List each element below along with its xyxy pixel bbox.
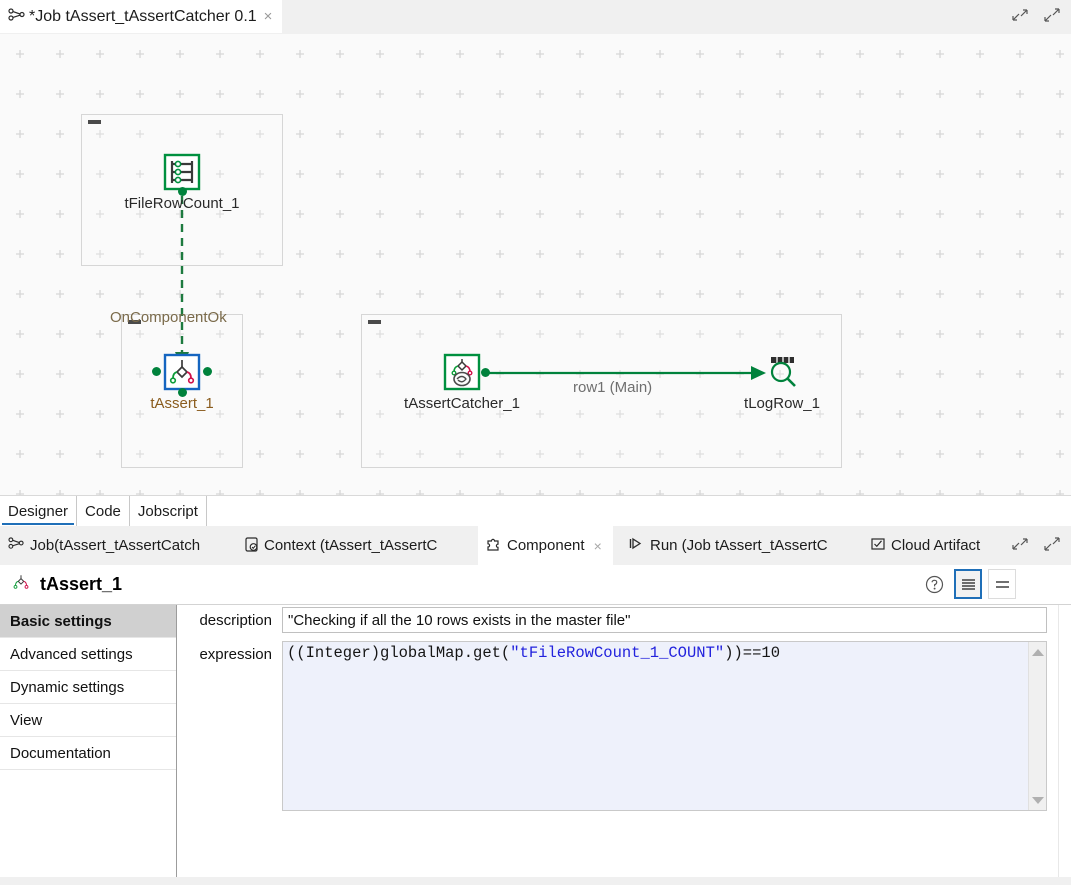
basic-settings-form: description expression ((Integer)globalM… [177,605,1071,885]
expression-editor[interactable]: ((Integer)globalMap.get("tFileRowCount_1… [282,641,1047,811]
component-panel: tAssert_1 [0,565,1071,885]
settings-tab-basic-label: Basic settings [10,612,112,630]
subjob-collapse-handle[interactable] [368,320,381,324]
context-icon [244,536,259,556]
canvas-node-tfilerowcount[interactable]: tFileRowCount_1 [122,152,242,212]
settings-list-empty-area [0,770,176,802]
tab-context-view[interactable]: Context (tAssert_tAssertC [236,526,476,565]
log-row-icon [762,352,802,392]
tab-component-view[interactable]: Component × [478,526,613,565]
editor-tab-job[interactable]: *Job tAssert_tAssertCatcher 0.1 × [0,0,282,33]
run-icon [628,536,645,555]
expression-string-literal: "tFileRowCount_1_COUNT" [510,644,725,662]
description-input[interactable] [282,607,1047,633]
scroll-up-arrow[interactable] [1031,646,1044,658]
component-icon [486,536,502,556]
detailed-view-icon[interactable] [954,569,982,599]
editor-tab-title: *Job tAssert_tAssertCatcher 0.1 [29,7,257,25]
settings-tab-documentation[interactable]: Documentation [0,737,176,770]
settings-tab-dynamic[interactable]: Dynamic settings [0,671,176,704]
tab-run-view[interactable]: Run (Job tAssert_tAssertC [620,526,858,565]
tab-run-view-label: Run (Job tAssert_tAssertC [650,537,828,554]
tab-code[interactable]: Code [77,496,130,527]
assert-icon [152,352,212,397]
tab-cloud-artifact-view-label: Cloud Artifact [891,537,981,554]
expression-text: ((Integer)globalMap.get("tFileRowCount_1… [287,644,1024,662]
component-header-actions [920,569,1016,599]
tab-designer-label: Designer [8,503,69,520]
component-title: tAssert_1 [40,574,123,594]
settings-tab-view-label: View [10,711,43,729]
connector-layer [175,196,766,380]
expression-suffix: ))==10 [724,644,780,662]
settings-tab-advanced[interactable]: Advanced settings [0,638,176,671]
tab-component-close-icon[interactable]: × [593,537,602,554]
job-design-canvas[interactable]: tFileRowCount_1 tAssert_1 [0,34,1071,495]
scroll-down-arrow[interactable] [1031,794,1044,806]
component-body: Basic settings Advanced settings Dynamic… [0,605,1071,885]
canvas-node-tassert[interactable]: tAssert_1 [122,352,242,412]
settings-tab-view[interactable]: View [0,704,176,737]
minimize-icon[interactable] [1011,7,1029,27]
assert-icon [10,573,32,597]
tab-code-label: Code [85,503,121,520]
canvas-node-label: tLogRow_1 [744,395,820,412]
tab-jobscript[interactable]: Jobscript [130,496,207,527]
connector-port[interactable] [481,368,490,377]
connection-label-row1[interactable]: row1 (Main) [573,379,653,396]
settings-tab-list: Basic settings Advanced settings Dynamic… [0,605,177,885]
expression-prefix: ((Integer)globalMap.get( [287,644,511,662]
job-icon [8,536,25,555]
view-tabbar: Job(tAssert_tAssertCatch Context (tAsser… [0,526,1071,566]
view-window-controls [1011,536,1061,556]
component-header: tAssert_1 [0,565,1071,605]
editor-tab-close-icon[interactable]: × [263,8,273,25]
expression-scrollbar[interactable] [1028,642,1046,810]
settings-tab-advanced-label: Advanced settings [10,645,133,663]
connector-port[interactable] [178,388,187,397]
settings-tab-basic[interactable]: Basic settings [0,605,176,638]
assert-catcher-icon [442,352,490,392]
expression-label: expression [199,646,272,663]
editor-window-controls [1011,7,1061,27]
tab-job-view[interactable]: Job(tAssert_tAssertCatch [0,526,233,565]
designer-tabbar: Designer Code Jobscript [0,495,1071,527]
tab-cloud-artifact-view[interactable]: Cloud Artifact [862,526,1007,565]
panel-bottom-strip [0,877,1071,885]
connector-port[interactable] [203,367,212,376]
connector-port[interactable] [178,187,187,196]
description-field-row: description [177,607,1071,635]
file-row-count-icon [162,152,202,196]
tab-component-view-label: Component [507,537,585,554]
canvas-node-label: tFileRowCount_1 [124,195,240,212]
canvas-node-tlogrow[interactable]: tLogRow_1 [722,352,842,412]
cloud-artifact-icon [870,537,886,555]
maximize-icon[interactable] [1043,7,1061,27]
description-label: description [199,612,272,629]
tab-jobscript-label: Jobscript [137,503,198,520]
subjob-collapse-handle[interactable] [128,320,141,324]
settings-tab-documentation-label: Documentation [10,744,111,762]
subjob-collapse-handle[interactable] [88,120,101,124]
tab-context-view-label: Context (tAssert_tAssertC [264,537,438,554]
editor-tabbar: *Job tAssert_tAssertCatcher 0.1 × [0,0,1071,35]
tabbar-filler [207,496,1071,527]
job-icon [8,7,26,27]
compact-view-icon[interactable] [988,569,1016,599]
settings-tab-dynamic-label: Dynamic settings [10,678,125,696]
help-icon[interactable] [920,569,948,599]
canvas-node-label: tAssertCatcher_1 [404,395,520,412]
connector-port[interactable] [152,367,161,376]
connection-label-oncomponentok[interactable]: OnComponentOk [110,309,227,326]
subjob-frame-3[interactable] [361,314,842,468]
canvas-node-label: tAssert_1 [150,395,214,412]
form-right-edge [1058,605,1071,885]
tab-job-view-label: Job(tAssert_tAssertCatch [30,537,201,554]
maximize-icon[interactable] [1043,536,1061,556]
expression-field-row: expression ((Integer)globalMap.get("tFil… [177,641,1071,811]
minimize-icon[interactable] [1011,536,1029,556]
canvas-node-tassertcatcher[interactable]: tAssertCatcher_1 [402,352,522,412]
tab-designer[interactable]: Designer [0,496,78,527]
